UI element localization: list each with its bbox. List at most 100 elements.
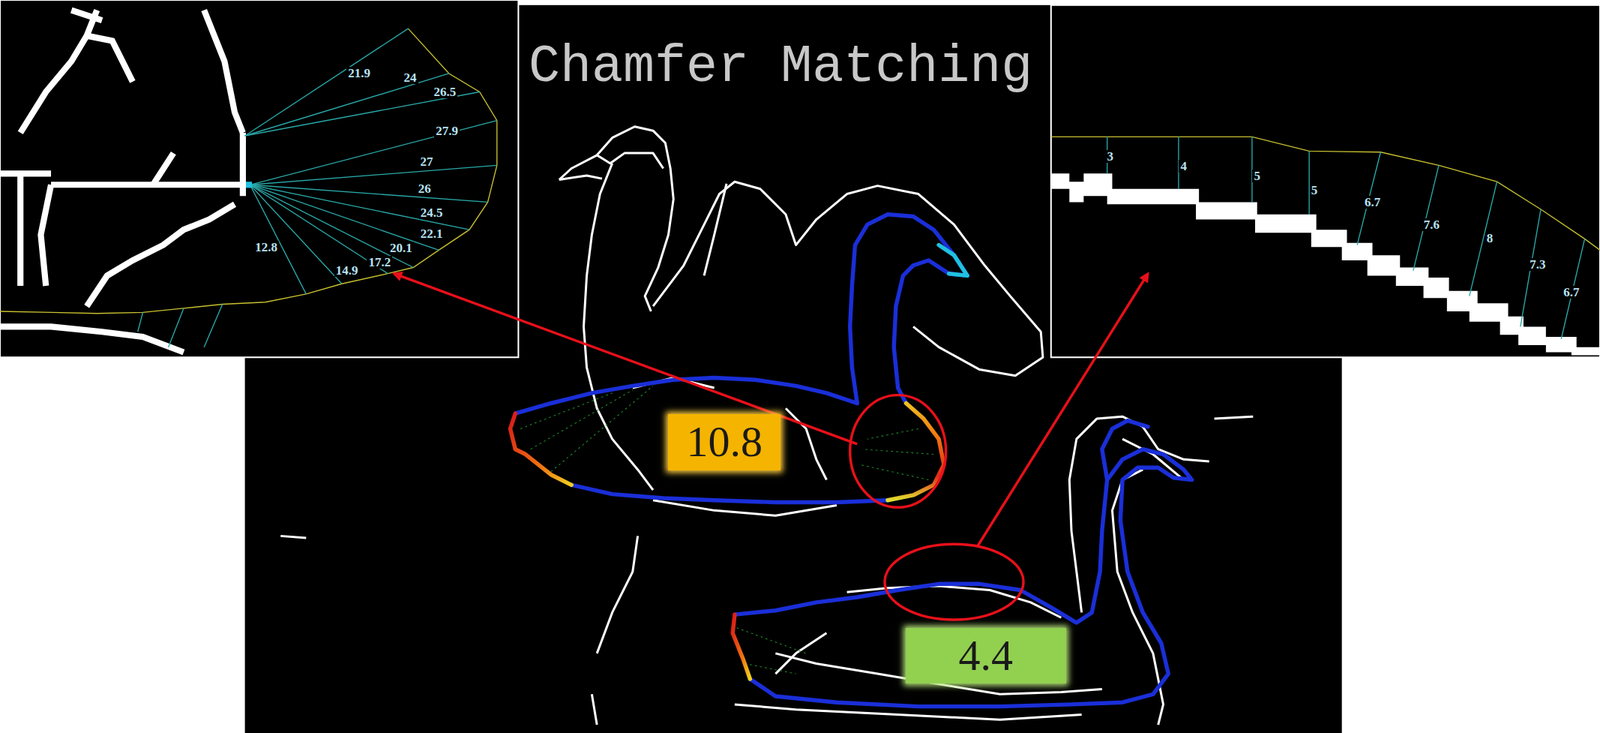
- score-value: 4.4: [958, 633, 1013, 678]
- illustration-g: [137, 28, 498, 348]
- illustration-path: [1102, 420, 1148, 480]
- distance-value: 22.1: [419, 227, 445, 240]
- illustration-path: [168, 308, 184, 348]
- illustration-path: [704, 183, 727, 276]
- illustration-path: [71, 10, 102, 21]
- illustration-path: [734, 449, 1193, 707]
- illustration-path: [938, 245, 968, 276]
- distance-value: 27: [418, 155, 435, 168]
- edge-map: [280, 126, 1253, 725]
- distance-value: 14.9: [334, 263, 360, 277]
- illustration-path: [249, 120, 497, 186]
- illustration-path: [591, 693, 597, 725]
- illustration-ellipse: [850, 395, 947, 508]
- illustration-path: [0, 326, 184, 352]
- illustration-polyline: [1051, 136, 1600, 250]
- illustration-path: [40, 184, 51, 286]
- illustration-path: [583, 163, 654, 490]
- illustration-path: [1469, 181, 1498, 296]
- slide-title: Chamfer Matching: [528, 41, 1033, 94]
- illustration-path: [509, 413, 572, 485]
- distance-value: 5: [1252, 169, 1262, 183]
- illustration-path: [245, 73, 450, 136]
- illustration-path: [596, 535, 638, 653]
- illustration-path: [596, 152, 663, 168]
- correspondence-lines: [520, 385, 934, 674]
- illustration-path: [775, 632, 827, 674]
- illustration-path: [20, 10, 97, 133]
- distance-value: 6.7: [1561, 285, 1581, 299]
- template-contours: [509, 214, 1192, 707]
- score-box: 4.4: [905, 627, 1067, 684]
- distance-value: 27.9: [434, 124, 460, 138]
- illustration-ellipse: [884, 543, 1024, 620]
- illustration-path: [867, 428, 919, 440]
- illustration-path: [203, 10, 243, 133]
- score-box: 10.8: [668, 413, 781, 471]
- distance-value: 7.6: [1422, 218, 1442, 231]
- illustration-polyline: [0, 28, 498, 314]
- distance-value: 20.1: [388, 241, 414, 255]
- illustration-path: [1051, 173, 1600, 355]
- illustration-path: [1561, 238, 1585, 339]
- distance-value: 3: [1105, 149, 1115, 163]
- illustration-path: [559, 126, 674, 312]
- illustration-path: [393, 273, 857, 444]
- illustration-g: [1107, 136, 1586, 339]
- illustration-rect: [0, 0, 519, 357]
- illustration-path: [0, 170, 51, 177]
- illustration-path: [847, 585, 1062, 618]
- illustration-path: [1214, 416, 1254, 419]
- score-value: 10.8: [686, 419, 764, 464]
- illustration-path: [137, 311, 144, 332]
- distance-value: 24.5: [419, 206, 445, 219]
- right-inset-detail: [1051, 136, 1600, 355]
- illustration-path: [86, 35, 133, 82]
- illustration-g: [0, 10, 246, 353]
- illustration-path: [50, 181, 246, 188]
- illustration-path: [249, 164, 497, 185]
- illustration-path: [732, 614, 750, 679]
- illustration-path: [977, 273, 1148, 546]
- illustration-path: [515, 377, 857, 414]
- distance-value: 17.2: [366, 255, 393, 269]
- illustration-path: [249, 184, 342, 284]
- distance-value: 7.3: [1528, 257, 1547, 271]
- illustration-path: [745, 662, 797, 674]
- illustration-path: [249, 184, 414, 267]
- left-inset-detail: [0, 10, 498, 353]
- distance-value: 26.5: [432, 85, 459, 99]
- distance-value: 4: [1178, 159, 1189, 173]
- illustration-path: [859, 464, 929, 480]
- illustration-path: [1069, 416, 1209, 612]
- illustration-path: [152, 152, 174, 185]
- illustration-path: [1308, 150, 1310, 214]
- distance-value: 24: [402, 71, 419, 84]
- illustration-path: [249, 184, 488, 202]
- distance-value: 8: [1485, 231, 1496, 245]
- distance-value: 5: [1309, 183, 1320, 197]
- distance-value: 21.9: [346, 66, 372, 80]
- illustration-path: [530, 389, 633, 450]
- illustration-path: [653, 181, 1043, 376]
- distance-value: 12.8: [253, 240, 279, 254]
- illustration-path: [203, 303, 222, 347]
- illustration-rect: [245, 181, 252, 188]
- illustration-path: [559, 175, 603, 180]
- illustration-path: [737, 627, 807, 654]
- illustration-path: [862, 449, 934, 455]
- distance-value: 6.7: [1363, 195, 1382, 209]
- illustration-path: [249, 184, 306, 294]
- illustration-path: [850, 214, 968, 404]
- illustration-path: [571, 484, 888, 502]
- distance-value: 26: [416, 182, 433, 195]
- illustration-path: [86, 203, 235, 306]
- highlight-callouts: [393, 273, 1148, 620]
- illustration-path: [280, 535, 306, 538]
- illustration-rect: [1051, 5, 1600, 357]
- illustration-path: [17, 173, 24, 286]
- illustration-path: [245, 28, 409, 136]
